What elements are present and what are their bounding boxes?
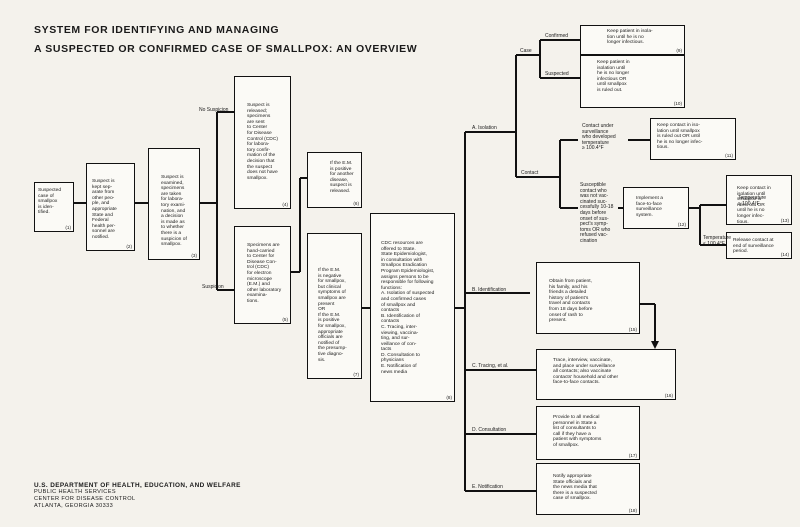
- temperature-high-label: Temperature ≥ 100.4°F: [738, 195, 767, 207]
- isolation-label: A. Isolation: [472, 125, 497, 131]
- step-3-box: Suspect is examined, specimens are taken…: [148, 148, 200, 260]
- step-9-box: Keep patient in isola- tion until he is …: [580, 25, 685, 55]
- susceptible-contact-label: Susceptible contact who was not vac- cin…: [580, 182, 614, 244]
- contact-label: Contact: [521, 170, 539, 176]
- step-17-box: Provide to all medical personnel in Stat…: [536, 406, 640, 460]
- step-16-box: Trace, interview, vaccinate, and place u…: [536, 349, 676, 400]
- footer-line-3: CENTER FOR DISEASE CONTROL: [34, 496, 136, 502]
- step-8-box: CDC resources are offered to State. Stat…: [370, 213, 455, 402]
- step-11-box: Keep contact in iso- lation until smallp…: [650, 118, 736, 160]
- footer-line-1: U.S. DEPARTMENT OF HEALTH, EDUCATION, AN…: [34, 482, 241, 489]
- consultation-label: D. Consultation: [472, 427, 507, 433]
- footer-line-4: ATLANTA, GEORGIA 30333: [34, 503, 114, 509]
- step-1-box: Suspected case of smallpox is iden- tifi…: [34, 182, 74, 232]
- identification-label: B. Identification: [472, 287, 507, 293]
- title-line-2: A SUSPECTED OR CONFIRMED CASE OF SMALLPO…: [34, 43, 418, 55]
- step-18-box: Notify appropriate State officials and t…: [536, 463, 640, 515]
- step-10-box: Keep patient in isolation until he is no…: [580, 55, 685, 108]
- step-6-box: If the E.M. is positive for another dise…: [307, 152, 362, 208]
- contact-developed-fever-label: Contact under surveillance who developed…: [582, 123, 616, 152]
- footer: U.S. DEPARTMENT OF HEALTH, EDUCATION, AN…: [34, 482, 241, 510]
- confirmed-label: Confirmed: [545, 33, 569, 39]
- step-5-box: Specimens are hand-carried to Center for…: [234, 226, 291, 324]
- step-14-box: Release contact at end of surveillance p…: [726, 232, 792, 259]
- suspicion-label: Suspicion: [202, 284, 224, 290]
- temperature-low-label: Temperature < 100.4°F: [703, 235, 732, 247]
- step-2-box: Suspect is kept sep- arate from other pe…: [86, 163, 135, 251]
- suspected-label: Suspected: [545, 71, 569, 77]
- step-15-box: Obtain from patient, his family, and his…: [536, 262, 640, 334]
- step-7-box: If the E.M. is negative for smallpox, bu…: [307, 233, 362, 379]
- step-13-box: Keep contact in isolation until smallpox…: [726, 175, 792, 225]
- no-suspicion-label: No Suspicion: [199, 107, 229, 113]
- footer-line-2: PUBLIC HEALTH SERVICES: [34, 489, 116, 495]
- case-label: Case: [520, 48, 532, 54]
- notification-label: E. Notification: [472, 484, 503, 490]
- step-4-box: Suspect is released; specimens are sent …: [234, 76, 291, 209]
- tracing-label: C. Tracing, et al.: [472, 363, 509, 369]
- step-12-box: Implement a face-to-face surveillance sy…: [623, 187, 689, 229]
- title-line-1: SYSTEM FOR IDENTIFYING AND MANAGING: [34, 24, 280, 36]
